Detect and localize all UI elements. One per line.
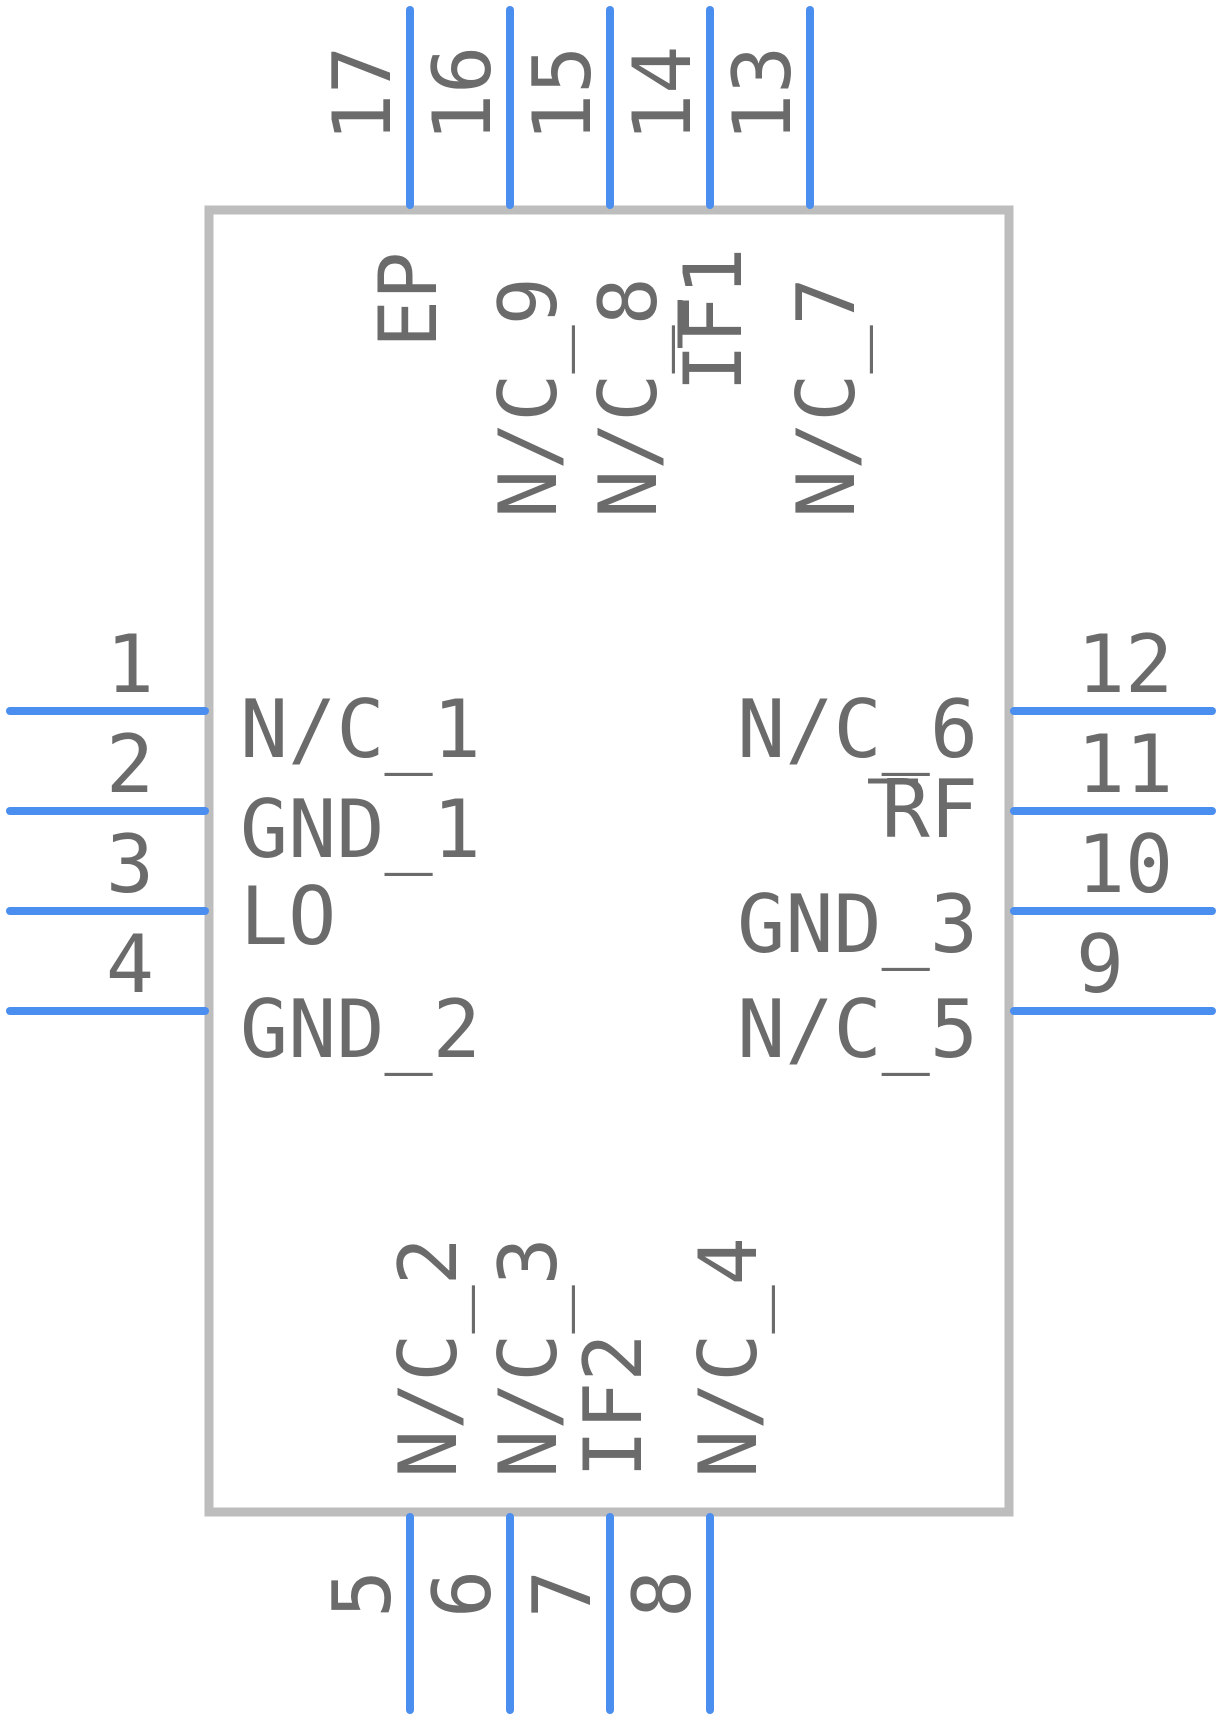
pin-7-name: IF2 bbox=[567, 1334, 660, 1479]
pin-4-number: 4 bbox=[106, 918, 154, 1011]
pin-3-number: 3 bbox=[106, 818, 154, 911]
pin-9-name: N/C_5 bbox=[737, 983, 978, 1076]
pin-12-name: N/C_6 bbox=[737, 683, 978, 776]
pin-9-number: 9 bbox=[1076, 918, 1124, 1011]
pin-15-number: 15 bbox=[516, 46, 609, 142]
pin-10-number: 10 bbox=[1077, 818, 1173, 911]
pin-17-number: 17 bbox=[316, 46, 409, 142]
pin-2-name: GND_1 bbox=[240, 783, 481, 876]
pin-11-number: 11 bbox=[1077, 718, 1173, 811]
pin-8-number: 8 bbox=[616, 1570, 709, 1618]
pin-14-number: 14 bbox=[616, 46, 709, 142]
pin-1-number: 1 bbox=[106, 618, 154, 711]
component-body bbox=[204, 205, 1014, 1517]
pin-15-name: N/C_8 bbox=[582, 277, 675, 518]
pin-6-name: N/C_3 bbox=[482, 1237, 575, 1478]
pin-13-name: N/C_7 bbox=[780, 277, 873, 518]
pin-16-number: 16 bbox=[416, 46, 509, 142]
pin-2-number: 2 bbox=[106, 718, 154, 811]
pin-6-number: 6 bbox=[416, 1570, 509, 1618]
pin-5-name: N/C_2 bbox=[382, 1237, 475, 1478]
pin-10-name: GND_3 bbox=[737, 878, 978, 971]
pin-1-name: N/C_1 bbox=[240, 683, 481, 776]
pin-16-name: N/C_9 bbox=[482, 277, 575, 518]
pin-11-name: RF bbox=[882, 763, 978, 856]
pin-5-number: 5 bbox=[316, 1570, 409, 1618]
pin-8-name: N/C_4 bbox=[682, 1237, 775, 1478]
pin-4-name: GND_2 bbox=[240, 983, 481, 1076]
pin-13-number: 13 bbox=[716, 46, 809, 142]
pin-3-name: LO bbox=[240, 870, 336, 963]
pin-17-name: EP bbox=[362, 252, 455, 348]
pin-12-number: 12 bbox=[1077, 618, 1173, 711]
pin-7-number: 7 bbox=[516, 1570, 609, 1618]
